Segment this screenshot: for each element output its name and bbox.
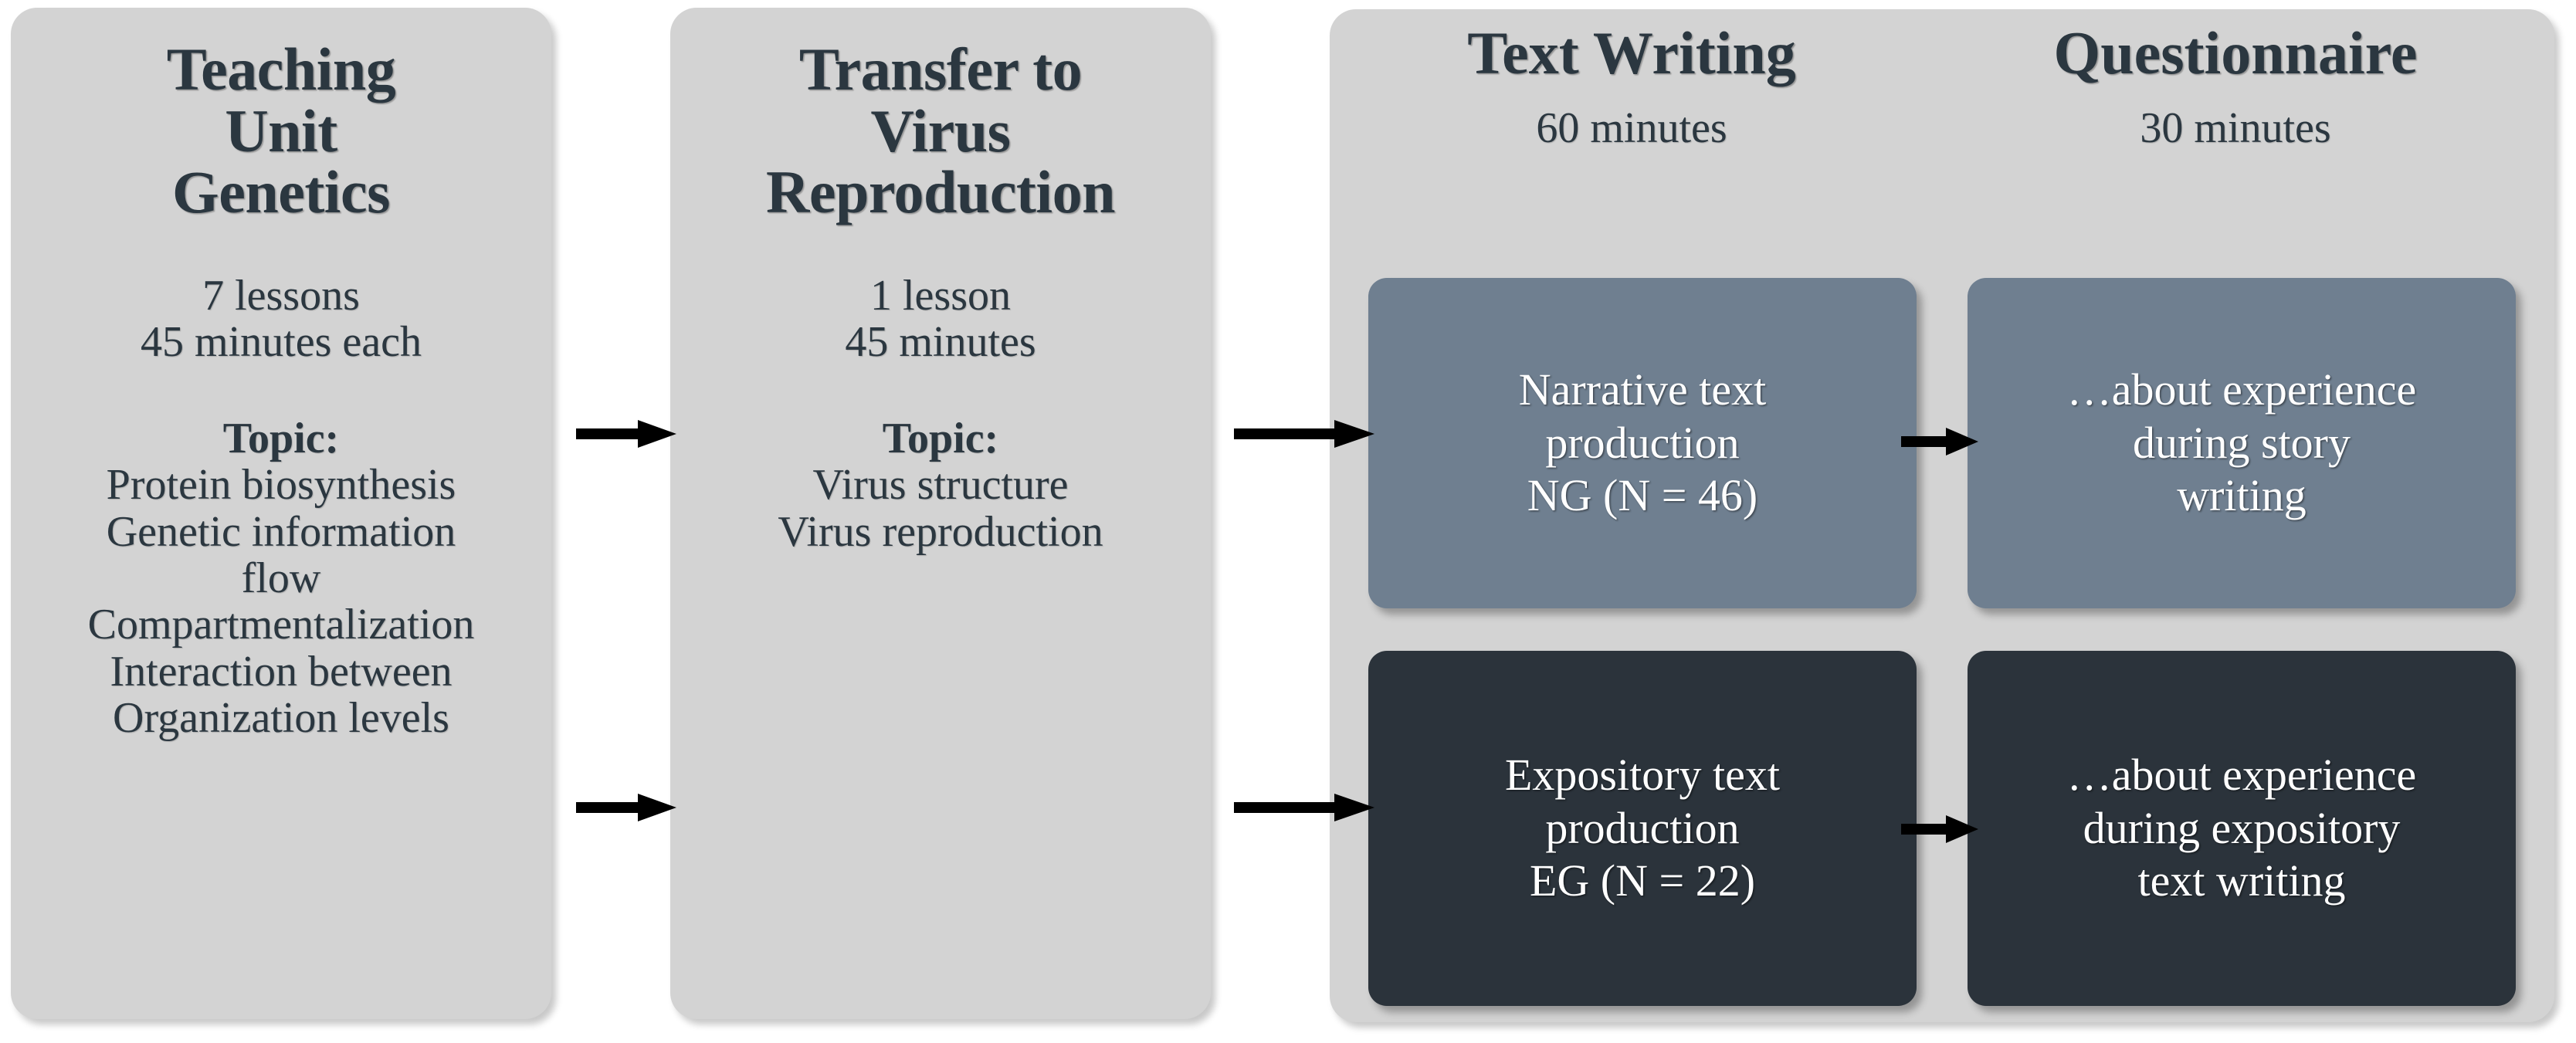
arrow-right-icon bbox=[1234, 418, 1374, 449]
q-expository-line3: text writing bbox=[2137, 855, 2346, 906]
arrow-right-icon bbox=[576, 418, 676, 449]
column-header-questionnaire: Questionnaire 30 minutes bbox=[1930, 19, 2540, 152]
q-story-line3: writing bbox=[2177, 470, 2307, 521]
transfer-title: Transfer to Virus Reproduction bbox=[676, 39, 1205, 223]
narrative-line2: production bbox=[1545, 417, 1740, 468]
teaching-unit-title-line1: Teaching bbox=[166, 36, 396, 103]
text-writing-title: Text Writing bbox=[1467, 19, 1796, 86]
q-expository-line1: …about experience bbox=[2066, 750, 2417, 801]
questionnaire-duration: 30 minutes bbox=[2140, 104, 2331, 152]
teaching-unit-title-line2: Unit bbox=[225, 97, 337, 164]
transfer-topic: Topic: Virus structure Virus reproductio… bbox=[676, 415, 1205, 555]
text-writing-duration: 60 minutes bbox=[1536, 104, 1727, 152]
topic-item: Organization levels bbox=[113, 694, 449, 743]
narrative-line3: NG (N = 46) bbox=[1527, 470, 1758, 521]
topic-item: Compartmentalization bbox=[87, 601, 475, 649]
transfer-duration-line1: 1 lesson bbox=[870, 271, 1011, 320]
panel-transfer-to-virus-reproduction: Transfer to Virus Reproduction 1 lesson … bbox=[670, 8, 1211, 1019]
column-header-text-writing: Text Writing 60 minutes bbox=[1350, 19, 1913, 152]
arrow-right-icon bbox=[1234, 792, 1374, 823]
topic-item: Protein biosynthesis bbox=[106, 461, 456, 510]
transfer-title-line1: Transfer to bbox=[798, 36, 1083, 103]
narrative-line1: Narrative text bbox=[1518, 364, 1767, 415]
transfer-duration-line2: 45 minutes bbox=[845, 318, 1036, 367]
teaching-unit-duration-line1: 7 lessons bbox=[202, 271, 360, 320]
topic-item: flow bbox=[241, 554, 321, 602]
transfer-topic-label: Topic: bbox=[882, 414, 999, 462]
teaching-unit-topic-label: Topic: bbox=[222, 414, 340, 462]
teaching-unit-title-line3: Genetics bbox=[172, 158, 390, 226]
panel-teaching-unit-content: Teaching Unit Genetics 7 lessons 45 minu… bbox=[17, 39, 545, 742]
q-expository-line2: during expository bbox=[2083, 802, 2401, 853]
expository-line1: Expository text bbox=[1504, 750, 1780, 801]
transfer-title-line3: Reproduction bbox=[766, 158, 1115, 226]
expository-line3: EG (N = 22) bbox=[1529, 855, 1756, 906]
topic-item: Genetic information bbox=[106, 507, 456, 556]
q-story-line1: …about experience bbox=[2066, 364, 2417, 415]
teaching-unit-topic: Topic: Protein biosynthesis Genetic info… bbox=[17, 415, 545, 742]
questionnaire-title: Questionnaire bbox=[2053, 19, 2418, 86]
card-narrative-text-production: Narrative text production NG (N = 46) bbox=[1368, 278, 1917, 608]
arrow-right-icon bbox=[1901, 426, 1978, 457]
panel-transfer-content: Transfer to Virus Reproduction 1 lesson … bbox=[676, 39, 1205, 555]
spacer bbox=[676, 366, 1205, 415]
card-questionnaire-expository-writing: …about experience during expository text… bbox=[1968, 651, 2516, 1006]
card-questionnaire-story-writing: …about experience during story writing bbox=[1968, 278, 2516, 608]
arrow-right-icon bbox=[1901, 814, 1978, 845]
card-expository-text-production: Expository text production EG (N = 22) bbox=[1368, 651, 1917, 1006]
arrow-right-icon bbox=[576, 792, 676, 823]
expository-line2: production bbox=[1545, 802, 1740, 853]
spacer bbox=[676, 223, 1205, 273]
topic-item: Virus structure bbox=[812, 461, 1069, 510]
transfer-title-line2: Virus bbox=[870, 97, 1011, 164]
teaching-unit-duration-line2: 45 minutes each bbox=[141, 318, 422, 367]
teaching-unit-duration: 7 lessons 45 minutes each bbox=[17, 271, 545, 367]
teaching-unit-title: Teaching Unit Genetics bbox=[17, 39, 545, 223]
q-story-line2: during story bbox=[2133, 417, 2351, 468]
panel-teaching-unit: Teaching Unit Genetics 7 lessons 45 minu… bbox=[11, 8, 551, 1019]
spacer bbox=[17, 366, 545, 415]
transfer-duration: 1 lesson 45 minutes bbox=[676, 271, 1205, 367]
spacer bbox=[17, 223, 545, 273]
topic-item: Interaction between bbox=[110, 647, 452, 696]
topic-item: Virus reproduction bbox=[778, 507, 1103, 556]
